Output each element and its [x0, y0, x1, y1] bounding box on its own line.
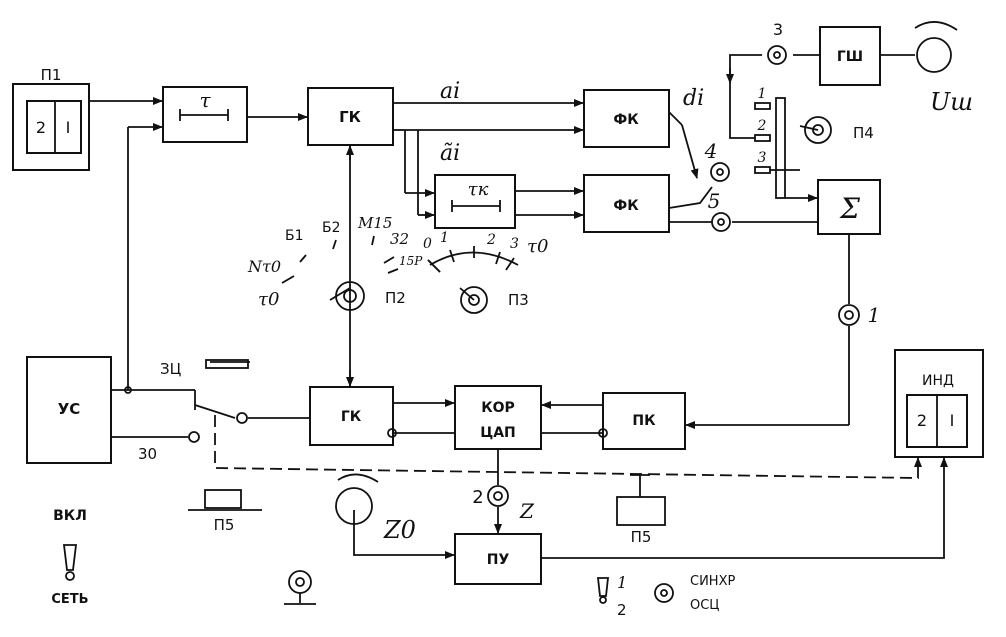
legend-2: 2	[617, 601, 627, 619]
p1-digit-1: I	[66, 118, 71, 137]
p3-scale-3: 3	[510, 236, 519, 252]
signal-z0: Z0	[383, 516, 416, 544]
signal-d-i: di	[683, 86, 704, 111]
p2-scale-b1: Б1	[285, 228, 304, 244]
p3-knob[interactable]: П3	[459, 286, 529, 314]
p2-knob[interactable]: П2	[329, 281, 406, 311]
legend: 1 2 СИНХР ОСЦ	[596, 573, 735, 619]
p2-scale-32: 32	[390, 230, 409, 248]
connector-4[interactable]: 4	[704, 139, 730, 182]
gk-bottom-label: ГК	[341, 409, 362, 425]
block-fk-top	[583, 89, 670, 148]
p3-scale-1: 1	[440, 230, 449, 246]
p4-label: П4	[853, 124, 874, 142]
p3-label: П3	[508, 291, 529, 309]
gsh-label: ГШ	[837, 49, 863, 65]
legend-switch-dot-icon	[599, 596, 607, 604]
p3-scale: 0 1 2 3 τ0	[423, 230, 548, 273]
zc-label: ЗЦ	[160, 360, 182, 378]
p3-scale-2: 2	[486, 232, 496, 248]
connector-1-label: 1	[868, 303, 881, 327]
p2-scale-m15: М15	[357, 214, 392, 232]
p3-scale-0: 0	[423, 236, 432, 252]
signal-u-sh: Uш	[930, 88, 973, 116]
switch-pos-3: 3	[758, 150, 767, 166]
sinhr-label: СИНХР	[690, 574, 735, 589]
p2-scale-15r: 15Р	[399, 254, 423, 268]
p2-scale-ntau0: Nτ0	[247, 257, 281, 276]
z0-knob[interactable]	[335, 473, 379, 525]
connector-3[interactable]: 3	[767, 20, 787, 65]
block-p1: П1 2 I	[12, 66, 90, 171]
noise-knob[interactable]	[914, 21, 958, 73]
kor-label: КОР	[481, 400, 515, 416]
legend-connector-icon	[654, 583, 674, 603]
block-fk-bottom	[583, 174, 670, 233]
vkl-label: ВКЛ	[53, 508, 87, 524]
tau-label: τ	[199, 88, 211, 112]
ind-label: ИНД	[922, 373, 954, 389]
zc-button[interactable]: ЗЦ	[160, 359, 249, 378]
block-tau: τ	[162, 86, 248, 143]
p1-label: П1	[41, 66, 62, 84]
pk-label: ПК	[632, 413, 656, 429]
pu-label: ПУ	[487, 552, 510, 568]
us-label: УС	[58, 400, 81, 418]
terminals	[124, 386, 608, 443]
block-pu	[454, 533, 542, 585]
signal-a-i: ai	[440, 79, 460, 104]
signal-z: Z	[519, 499, 535, 523]
p5-button-right[interactable]: П5	[616, 496, 666, 546]
legend-1: 1	[617, 573, 627, 592]
connector-2[interactable]: 2	[472, 485, 509, 508]
signal-a-tilde-i: ãi	[440, 141, 460, 166]
switch-pos-1: 1	[758, 86, 767, 102]
block-gk-bottom	[309, 386, 394, 446]
cap-label: ЦАП	[480, 425, 516, 441]
p2-scale-b2: Б2	[322, 220, 341, 236]
tau-k-label: τк	[468, 179, 489, 200]
block-tau-k: τк	[434, 174, 516, 229]
legend-switch-icon	[596, 577, 610, 597]
block-us	[26, 356, 112, 464]
block-ind: ИНД 2 I	[894, 349, 984, 458]
power-switch[interactable]: ВКЛ СЕТЬ	[51, 508, 88, 607]
sum-label: Σ	[839, 192, 860, 225]
switch-pos-2: 2	[757, 118, 767, 134]
connector-stand-icon[interactable]	[284, 570, 316, 605]
ind-digit-1: I	[950, 411, 955, 430]
connector-2-label: 2	[472, 487, 483, 508]
connector-1[interactable]: 1	[838, 303, 881, 327]
p5-right-label: П5	[631, 528, 652, 546]
connector-4-label: 4	[704, 139, 718, 163]
connector-5-label: 5	[708, 189, 721, 213]
fk-bottom-label: ФК	[613, 198, 639, 214]
fk-top-label: ФК	[613, 112, 639, 128]
p5-button-left[interactable]: П5	[188, 489, 262, 534]
signal-switch[interactable]: 1 2 3	[754, 86, 786, 199]
block-gsh	[819, 26, 881, 86]
osc-label: ОСЦ	[690, 598, 719, 613]
ind-digit-2: 2	[917, 411, 927, 430]
p1-digit-2: 2	[36, 118, 46, 137]
connector-3-label: 3	[773, 20, 783, 39]
p2-label: П2	[385, 289, 406, 307]
p3-scale-tau0: τ0	[527, 236, 548, 257]
p5-left-label: П5	[214, 516, 235, 534]
set-label: СЕТЬ	[51, 592, 88, 607]
wires	[89, 54, 948, 559]
p2-scale: Nτ0 Б1 Б2 М15 32 15Р τ0	[247, 214, 423, 310]
p4-knob[interactable]: П4	[799, 116, 874, 144]
p2-scale-tau0: τ0	[258, 289, 279, 310]
connector-5[interactable]: 5	[708, 189, 731, 232]
z0-switch-label: 30	[138, 445, 157, 463]
gk-top-label: ГК	[339, 108, 362, 126]
